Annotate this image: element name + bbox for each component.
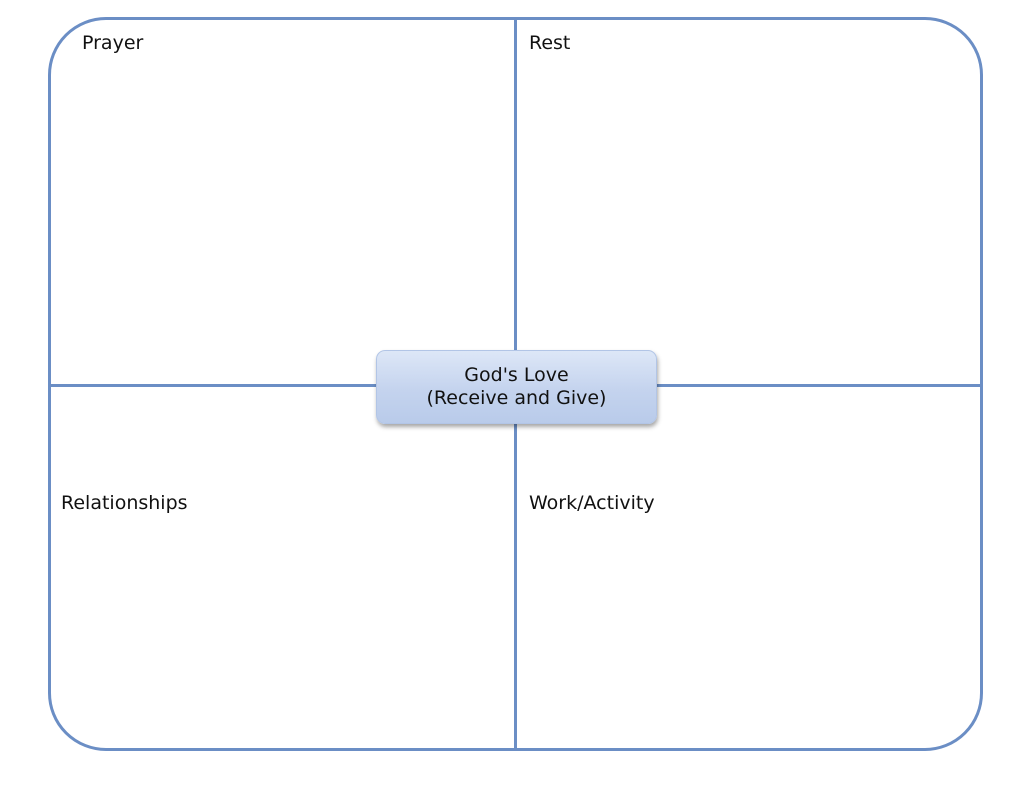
quadrant-label-relationships: Relationships — [61, 492, 188, 514]
center-title: God's Love — [464, 364, 569, 386]
quadrant-label-rest: Rest — [529, 32, 571, 54]
center-subtitle: (Receive and Give) — [426, 387, 607, 409]
quadrant-label-work-activity: Work/Activity — [529, 492, 655, 514]
center-box: God's Love (Receive and Give) — [376, 350, 657, 424]
quadrant-label-prayer: Prayer — [82, 32, 144, 54]
